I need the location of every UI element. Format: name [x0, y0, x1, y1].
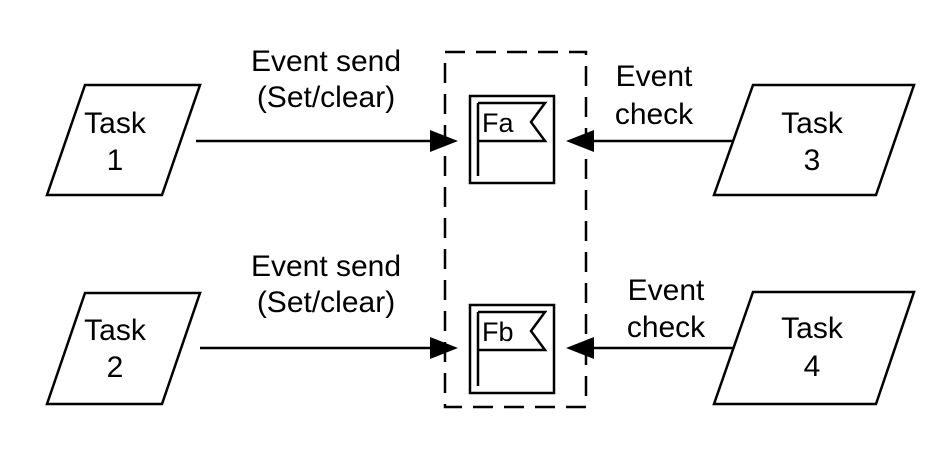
event-check-bottom-line1: Event: [628, 274, 705, 307]
event-send-top-line2: (Set/clear): [257, 81, 395, 114]
flag-b: Fb: [468, 303, 556, 395]
event-send-bottom-line1: Event send: [251, 250, 401, 283]
task-3-number: 3: [804, 144, 821, 177]
event-flag-group-border: [443, 50, 588, 409]
task-3-label: Task: [781, 107, 844, 140]
flag-b-label: Fb: [482, 317, 514, 347]
task-4-shape: Task 4: [712, 290, 916, 406]
arrow-task3-to-fa: [566, 130, 733, 152]
task-4-label: Task: [781, 312, 844, 345]
event-check-top-line2: check: [615, 98, 694, 131]
event-check-top-line1: Event: [616, 60, 693, 93]
task-2-number: 2: [107, 351, 124, 384]
task-3-shape: Task 3: [712, 83, 916, 197]
arrow-task2-to-fb: [200, 337, 458, 359]
arrow-task4-to-fb: [566, 337, 733, 359]
event-send-bottom-line2: (Set/clear): [257, 286, 395, 319]
task-4-number: 4: [804, 350, 821, 383]
task-2-label: Task: [84, 314, 147, 347]
task-1-shape: Task 1: [45, 83, 202, 197]
event-send-top-line1: Event send: [251, 45, 401, 78]
flag-a-label: Fa: [482, 108, 514, 138]
arrow-task1-to-fa: [196, 130, 458, 152]
task-2-shape: Task 2: [45, 291, 202, 406]
task-1-label: Task: [84, 107, 147, 140]
task-1-number: 1: [107, 144, 124, 177]
flag-a: Fa: [468, 94, 556, 185]
event-check-bottom-line2: check: [627, 311, 706, 344]
